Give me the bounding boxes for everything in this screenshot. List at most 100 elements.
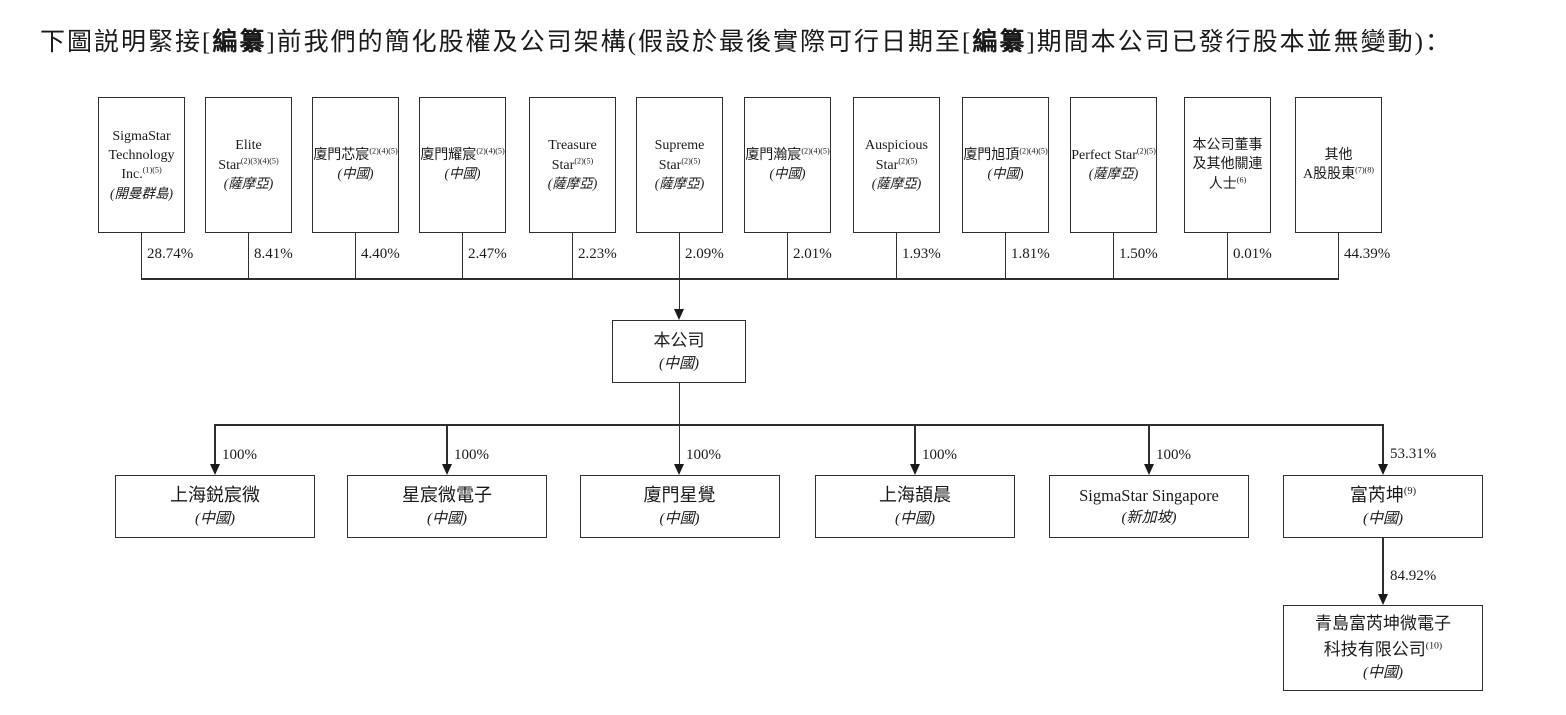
footnote-marker: (2)(4)(5) xyxy=(1019,146,1048,156)
company-name: Star xyxy=(875,157,899,173)
arrowhead-down-icon xyxy=(1143,464,1154,475)
company-name: Auspicious xyxy=(865,138,928,154)
connector-line xyxy=(786,233,789,278)
shareholder-box-xiamen-hanchen: 廈門瀚宸(2)(4)(5) (中國) xyxy=(744,97,831,233)
connector-line xyxy=(1382,538,1384,595)
company-name: 廈門旭頂 xyxy=(963,148,1020,164)
company-name: 其他 xyxy=(1324,147,1353,163)
ownership-percentage: 1.93% xyxy=(902,246,941,262)
caption-text: 下圖説明緊接[ xyxy=(40,29,213,56)
connector-bus-line xyxy=(141,278,1339,280)
ownership-percentage: 8.41% xyxy=(254,246,293,262)
shareholder-box-treasure-star: Treasure Star(2)(5) (薩摩亞) xyxy=(529,97,616,233)
ownership-percentage: 4.40% xyxy=(361,246,400,262)
ownership-percentage: 100% xyxy=(686,447,721,463)
company-name: Inc. xyxy=(121,167,143,183)
ownership-percentage: 44.39% xyxy=(1344,246,1391,262)
ownership-percentage: 2.23% xyxy=(578,246,617,262)
jurisdiction-label: (中國) xyxy=(337,166,374,182)
company-name: Star(2)(3)(4)(5) xyxy=(218,156,278,175)
company-name: Star xyxy=(551,157,575,173)
connector-line xyxy=(895,233,898,278)
connector-line xyxy=(914,424,916,465)
connector-line xyxy=(1382,424,1384,465)
jurisdiction-label: (中國) xyxy=(659,510,700,527)
company-name: SigmaStar xyxy=(112,128,171,144)
connector-line xyxy=(354,233,357,278)
company-name: A股股東(7)(8) xyxy=(1303,165,1374,184)
company-name: 本公司董事 xyxy=(1192,138,1263,154)
jurisdiction-label: (開曼群島) xyxy=(110,185,173,201)
subsidiary-box-qingdao-furuikun: 青島富芮坤微電子 科技有限公司(10) (中國) xyxy=(1283,605,1483,691)
company-name: 人士 xyxy=(1208,176,1237,192)
company-name: Perfect Star(2)(5) xyxy=(1071,146,1156,165)
connector-line xyxy=(247,233,250,278)
jurisdiction-label: (中國) xyxy=(659,356,699,372)
jurisdiction-label: (中國) xyxy=(444,166,481,182)
connector-line xyxy=(446,424,448,465)
company-name: 科技有限公司(10) xyxy=(1324,637,1442,663)
connector-line xyxy=(678,233,681,278)
company-name: Star xyxy=(658,157,682,173)
company-name: 科技有限公司 xyxy=(1323,639,1426,659)
subsidiary-box-shanghai-jiechen: 上海頡晨 (中國) xyxy=(815,475,1015,538)
company-name: 星宸微電子 xyxy=(402,485,492,506)
arrowhead-down-icon xyxy=(441,464,452,475)
company-name: 廈門耀宸(2)(4)(5) xyxy=(420,146,504,165)
footnote-marker: (2)(5) xyxy=(898,156,918,166)
company-name: A股股東 xyxy=(1302,167,1356,182)
arrowhead-down-icon xyxy=(674,464,684,475)
company-name: Star(2)(5) xyxy=(876,156,917,175)
jurisdiction-label: (中國) xyxy=(1363,510,1403,527)
jurisdiction-label: (中國) xyxy=(427,510,467,527)
company-name: Perfect Star xyxy=(1071,148,1137,164)
company-name: 人士(6) xyxy=(1209,175,1246,194)
ownership-percentage: 28.74% xyxy=(147,246,194,262)
jurisdiction-label: (新加坡) xyxy=(1121,509,1177,526)
footnote-marker: (2)(4)(5) xyxy=(476,146,505,156)
shareholder-box-xiamen-xuding: 廈門旭頂(2)(4)(5) (中國) xyxy=(962,97,1049,233)
connector-line xyxy=(1004,233,1007,278)
caption-text: ]前我們的簡化股權及公司架構(假設於最後實際可行日期至[ xyxy=(266,29,973,56)
diagram-caption: 下圖説明緊接[編纂]前我們的簡化股權及公司架構(假設於最後實際可行日期至[編纂]… xyxy=(40,22,1452,58)
jurisdiction-label: (薩摩亞) xyxy=(223,176,274,191)
company-name: Star(2)(5) xyxy=(659,156,700,175)
jurisdiction-label: (薩摩亞) xyxy=(871,176,922,191)
connector-line xyxy=(1226,233,1229,278)
ownership-percentage: 100% xyxy=(454,447,489,463)
ownership-percentage: 84.92% xyxy=(1390,568,1437,584)
subsidiary-box-shanghai-ruichenwei: 上海鋭宸微 (中國) xyxy=(115,475,315,538)
jurisdiction-label: (薩摩亞) xyxy=(547,176,598,191)
connector-line xyxy=(1112,233,1115,278)
subsidiary-box-sigmastar-singapore: SigmaStar Singapore (新加坡) xyxy=(1049,475,1249,538)
footnote-marker: (2)(4)(5) xyxy=(369,146,398,156)
connector-line xyxy=(1148,424,1150,465)
footnote-marker: (9) xyxy=(1403,486,1417,498)
shareholder-box-xiamen-xinchen: 廈門芯宸(2)(4)(5) (中國) xyxy=(312,97,399,233)
connector-line xyxy=(678,383,681,424)
shareholder-box-elite-star: Elite Star(2)(3)(4)(5) (薩摩亞) xyxy=(205,97,292,233)
ownership-percentage: 2.09% xyxy=(685,246,724,262)
company-name: SigmaStar Singapore xyxy=(1079,486,1219,506)
subsidiary-box-furuikun: 富芮坤(9) (中國) xyxy=(1283,475,1483,538)
company-name: Inc.(1)(5) xyxy=(121,165,161,184)
ownership-percentage: 100% xyxy=(222,447,257,463)
ownership-percentage: 100% xyxy=(1156,447,1191,463)
parent-company-box: 本公司 (中國) xyxy=(612,320,746,383)
company-name: 廈門瀚宸(2)(4)(5) xyxy=(745,146,829,165)
ownership-percentage: 1.50% xyxy=(1119,246,1158,262)
footnote-marker: (2)(4)(5) xyxy=(801,146,830,156)
jurisdiction-label: (中國) xyxy=(769,166,806,182)
company-name: 本公司 xyxy=(653,330,705,350)
ownership-percentage: 100% xyxy=(922,447,957,463)
arrowhead-down-icon xyxy=(1377,464,1388,475)
connector-line xyxy=(1337,233,1340,278)
shareholder-box-xiamen-yaochen: 廈門耀宸(2)(4)(5) (中國) xyxy=(419,97,506,233)
company-name: 廈門芯宸 xyxy=(313,148,370,164)
company-name: 廈門芯宸(2)(4)(5) xyxy=(313,146,397,165)
footnote-marker: (2)(5) xyxy=(681,156,701,166)
caption-redaction-bold: 編纂 xyxy=(212,29,267,56)
company-name: 富芮坤 xyxy=(1349,485,1404,506)
company-name: Elite xyxy=(235,138,262,154)
ownership-percentage: 53.31% xyxy=(1390,446,1437,462)
